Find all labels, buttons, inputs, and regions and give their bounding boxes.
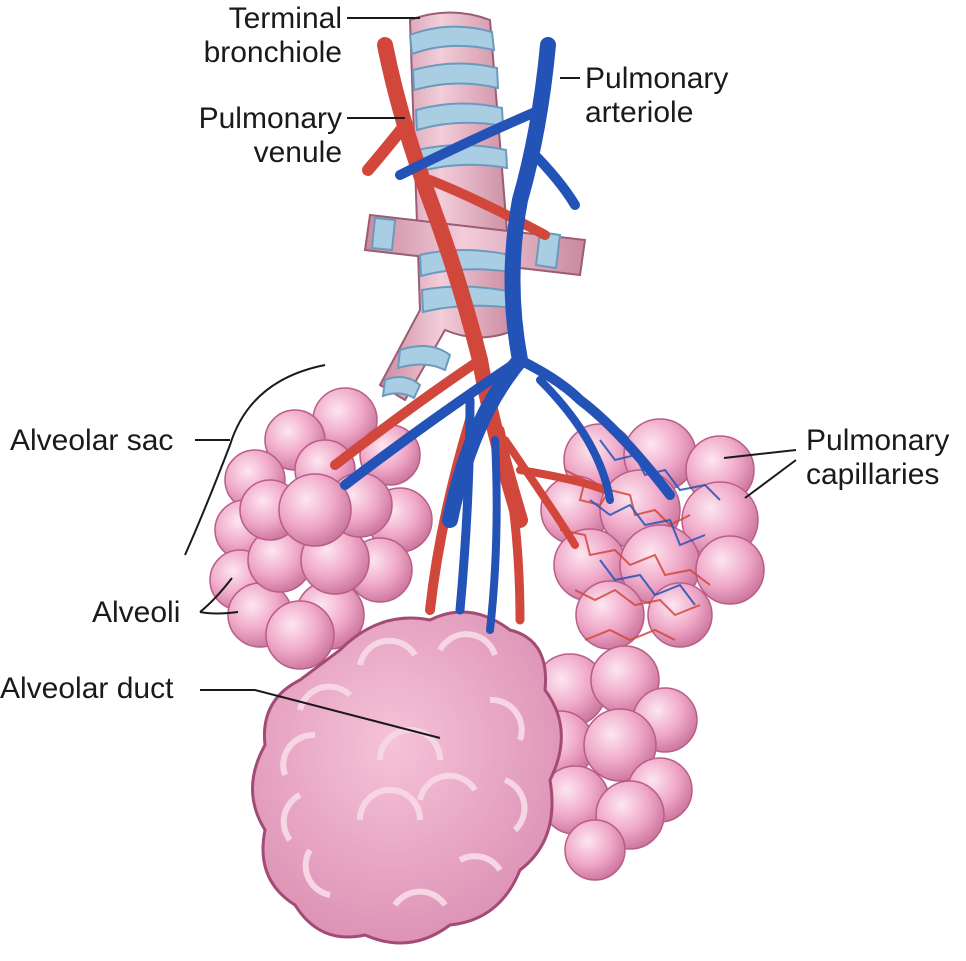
label-alveolar-duct: Alveolar duct xyxy=(0,672,174,705)
label-terminal-bronchiole-line2: bronchiole xyxy=(203,36,342,69)
label-terminal-bronchiole-line1: Terminal xyxy=(228,2,342,35)
alveolar-sac-left xyxy=(209,387,433,670)
label-pulmonary-capillaries-line2: capillaries xyxy=(806,458,940,491)
label-pulmonary-venule-line2: venule xyxy=(253,136,342,169)
label-pulmonary-arteriole-line2: arteriole xyxy=(585,96,694,129)
leader-alveoli-2 xyxy=(199,611,239,615)
label-pulmonary-venule: Pulmonary venule xyxy=(150,102,342,170)
label-terminal-bronchiole: Terminal bronchiole xyxy=(150,2,342,70)
label-alveolar-sac: Alveolar sac xyxy=(10,424,174,457)
label-pulmonary-arteriole: Pulmonary arteriole xyxy=(585,62,728,130)
leader-alveoli-1 xyxy=(199,577,233,613)
label-alveoli: Alveoli xyxy=(92,596,181,629)
leader-alveolar-duct xyxy=(200,689,441,739)
leader-capillaries-1 xyxy=(723,449,797,459)
label-pulmonary-capillaries: Pulmonary capillaries xyxy=(806,424,949,492)
label-pulmonary-venule-line1: Pulmonary xyxy=(198,102,342,135)
capillary-cluster xyxy=(540,418,765,650)
leader-capillaries-2 xyxy=(744,459,797,499)
label-pulmonary-arteriole-line1: Pulmonary xyxy=(585,62,729,95)
leader-lines xyxy=(184,17,797,739)
pulmonary-arteriole xyxy=(340,37,675,634)
leader-alveolar-sac-bracket xyxy=(184,364,326,556)
label-pulmonary-capillaries-line1: Pulmonary xyxy=(806,424,950,457)
